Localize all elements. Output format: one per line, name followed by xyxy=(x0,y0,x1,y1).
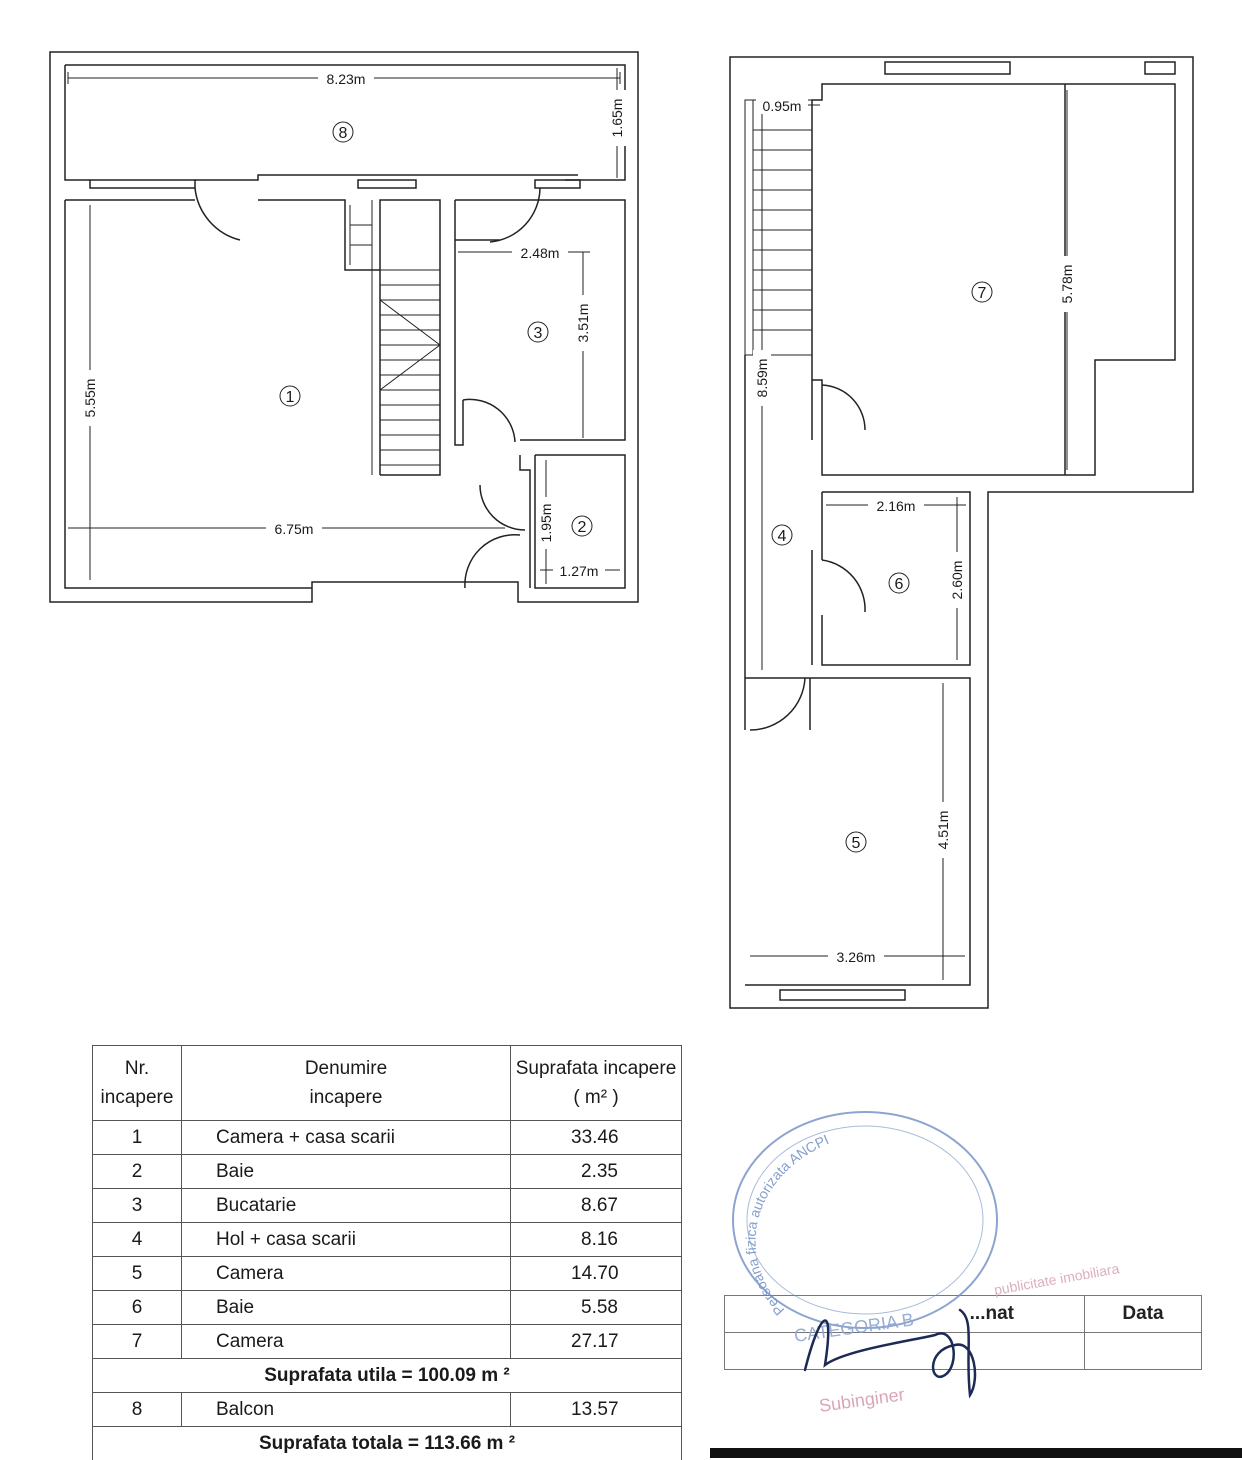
dim-label: 6.75m xyxy=(275,521,314,537)
door-arc xyxy=(822,560,865,612)
window xyxy=(535,180,580,188)
row-name: Baie xyxy=(182,1291,511,1325)
dim-label: 8.23m xyxy=(327,71,366,87)
row-area: 8.16 xyxy=(511,1223,682,1257)
door-arc xyxy=(490,188,540,242)
row-nr: 1 xyxy=(93,1121,182,1155)
dim-label: 3.26m xyxy=(837,949,876,965)
dim-label: 0.95m xyxy=(763,98,802,114)
room-number: 5 xyxy=(852,835,861,852)
room-number: 8 xyxy=(339,125,348,142)
door-arc xyxy=(463,399,515,442)
room-number: 4 xyxy=(778,528,787,545)
table-row: 2 Baie 2.35 xyxy=(93,1155,682,1189)
dim-label: 4.51m xyxy=(935,811,951,850)
row-name: Hol + casa scarii xyxy=(182,1223,511,1257)
table-row: 6 Baie 5.58 xyxy=(93,1291,682,1325)
row-nr: 3 xyxy=(93,1189,182,1223)
door-arc xyxy=(480,485,525,530)
header-name: Denumire incapere xyxy=(182,1046,511,1121)
door-arc xyxy=(750,678,805,730)
window xyxy=(1145,62,1175,74)
room-1-walls xyxy=(65,200,440,588)
row-nr: 6 xyxy=(93,1291,182,1325)
table-row: 3 Bucatarie 8.67 xyxy=(93,1189,682,1223)
row-name: Camera + casa scarii xyxy=(182,1121,511,1155)
dim-label: 2.60m xyxy=(949,561,965,600)
room-number: 7 xyxy=(978,285,987,302)
row-area: 2.35 xyxy=(511,1155,682,1189)
row-area: 27.17 xyxy=(511,1325,682,1359)
staircase-upper xyxy=(745,100,812,355)
dim-label: 5.55m xyxy=(82,379,98,418)
table-row: 8 Balcon 13.57 xyxy=(93,1393,682,1427)
dim-label: 1.95m xyxy=(538,504,554,543)
row-name: Balcon xyxy=(182,1393,511,1427)
dim-label: 2.16m xyxy=(877,498,916,514)
table-row: 5 Camera 14.70 xyxy=(93,1257,682,1291)
table-header-row: Nr. incapere Denumire incapere Suprafata… xyxy=(93,1046,682,1121)
room-number: 1 xyxy=(286,389,295,406)
dimension-lines xyxy=(68,68,1067,980)
header-area: Suprafata incapere ( m² ) xyxy=(511,1046,682,1121)
window xyxy=(358,180,416,188)
window xyxy=(780,990,905,1000)
row-area: 14.70 xyxy=(511,1257,682,1291)
room-area-table: Nr. incapere Denumire incapere Suprafata… xyxy=(92,1045,682,1460)
stamp-category: CATEGORIA B xyxy=(793,1309,915,1346)
row-area: 13.57 xyxy=(511,1393,682,1427)
stamp-faint-text: publicitate imobiliara xyxy=(993,1260,1121,1298)
table-row: 1 Camera + casa scarii 33.46 xyxy=(93,1121,682,1155)
stamp-title: Subinginer xyxy=(818,1384,906,1416)
window xyxy=(90,180,195,188)
door-arc xyxy=(822,385,865,430)
dim-label: 1.65m xyxy=(609,99,625,138)
dim-label: 5.78m xyxy=(1059,265,1075,304)
dim-label: 1.27m xyxy=(560,563,599,579)
row-nr: 7 xyxy=(93,1325,182,1359)
row-name: Baie xyxy=(182,1155,511,1189)
row-area: 33.46 xyxy=(511,1121,682,1155)
grand-total-row: Suprafata totala = 113.66 m ² xyxy=(93,1427,682,1460)
row-nr: 8 xyxy=(93,1393,182,1427)
row-nr: 4 xyxy=(93,1223,182,1257)
row-name: Camera xyxy=(182,1257,511,1291)
upper-floor-outline xyxy=(730,57,1193,1008)
room-7-walls xyxy=(812,84,1175,475)
page-bottom-border xyxy=(710,1448,1242,1458)
useful-area-total: Suprafata utila = 100.09 m ² xyxy=(93,1359,682,1393)
dim-label: 2.48m xyxy=(521,245,560,261)
header-nr: Nr. incapere xyxy=(93,1046,182,1121)
table-row: 7 Camera 27.17 xyxy=(93,1325,682,1359)
row-name: Camera xyxy=(182,1325,511,1359)
useful-total-row: Suprafata utila = 100.09 m ² xyxy=(93,1359,682,1393)
room-marker-circles xyxy=(280,122,992,852)
floor-plan-drawing: 8.23m 1.65m 2.48m 3.51m 5.55m 6.75m 1.95… xyxy=(0,0,1242,1040)
row-nr: 2 xyxy=(93,1155,182,1189)
room-number: 6 xyxy=(895,576,904,593)
row-area: 8.67 xyxy=(511,1189,682,1223)
room-number: 2 xyxy=(578,519,587,536)
room-number: 3 xyxy=(534,325,543,342)
grand-area-total: Suprafata totala = 113.66 m ² xyxy=(93,1427,682,1460)
window xyxy=(885,62,1010,74)
row-name: Bucatarie xyxy=(182,1189,511,1223)
staircase-ground xyxy=(350,200,440,475)
table-row: 4 Hol + casa scarii 8.16 xyxy=(93,1223,682,1257)
row-area: 5.58 xyxy=(511,1291,682,1325)
dim-label: 8.59m xyxy=(754,359,770,398)
door-arc xyxy=(465,535,520,588)
row-nr: 5 xyxy=(93,1257,182,1291)
door-arc xyxy=(195,188,240,240)
dim-label: 3.51m xyxy=(575,304,591,343)
authorization-stamp: Persoana fizica autorizata ANCPI CATEGOR… xyxy=(725,1110,1205,1430)
